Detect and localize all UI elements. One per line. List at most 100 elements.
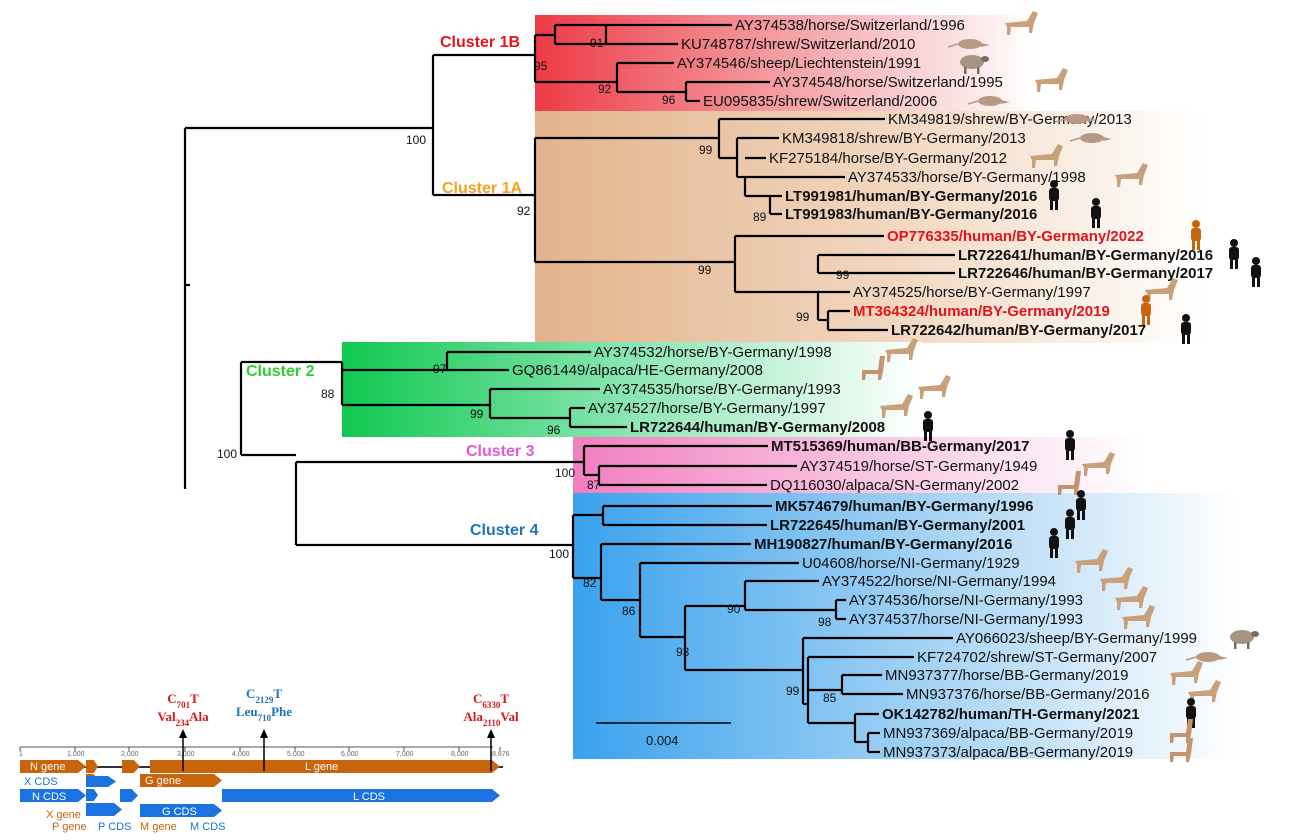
human-new-icon bbox=[1191, 220, 1201, 250]
l-gene-label: L gene bbox=[305, 761, 338, 773]
human-icon bbox=[1229, 239, 1239, 269]
leaf-label: MK574679/human/BY-Germany/1996 bbox=[775, 498, 1033, 515]
leaf-label: LT991981/human/BY-Germany/2016 bbox=[785, 188, 1037, 205]
p-cds-label: P CDS bbox=[98, 821, 131, 833]
cluster-label: Cluster 4 bbox=[470, 522, 539, 539]
human-icon bbox=[1065, 430, 1075, 460]
horse-icon bbox=[1075, 549, 1108, 573]
bootstrap-value: 88 bbox=[321, 387, 335, 401]
bootstrap-value: 99 bbox=[699, 143, 713, 157]
human-icon bbox=[1076, 490, 1086, 520]
bootstrap-value: 99 bbox=[796, 310, 810, 324]
leaf-label: MN937377/horse/BB-Germany/2019 bbox=[885, 667, 1128, 684]
leaf-label: LR722645/human/BY-Germany/2001 bbox=[770, 517, 1025, 534]
alpaca-icon bbox=[1170, 738, 1193, 762]
bootstrap-value: 91 bbox=[590, 36, 604, 50]
leaf-label: LR722641/human/BY-Germany/2016 bbox=[958, 247, 1213, 264]
leaf-label: AY374537/horse/NI-Germany/1993 bbox=[849, 611, 1083, 628]
cluster-label: Cluster 3 bbox=[466, 443, 535, 460]
bootstrap-value: 99 bbox=[698, 263, 712, 277]
leaf-label: LR722642/human/BY-Germany/2017 bbox=[891, 322, 1146, 339]
leaf-label: AY374532/horse/BY-Germany/1998 bbox=[594, 344, 832, 361]
human-icon bbox=[1065, 509, 1075, 539]
p-gene-arrow bbox=[86, 760, 98, 773]
horse-icon bbox=[1115, 163, 1148, 187]
genome-tick-label: 4,000 bbox=[232, 751, 250, 758]
human-icon bbox=[1181, 314, 1191, 344]
genome-mutations: C701TVal234AlaC2129TLeu710PheC6330TAla21… bbox=[157, 686, 519, 771]
leaf-label: MH190827/human/BY-Germany/2016 bbox=[754, 536, 1012, 553]
leaf-label: AY374535/horse/BY-Germany/1993 bbox=[603, 381, 841, 398]
horse-icon bbox=[1082, 452, 1115, 476]
l-cds-label: L CDS bbox=[353, 791, 385, 803]
leaf-label: AY374525/horse/BY-Germany/1997 bbox=[853, 284, 1091, 301]
n-gene-arrow bbox=[20, 760, 86, 773]
leaf-label: MT515369/human/BB-Germany/2017 bbox=[771, 438, 1029, 455]
genome-tick-label: 3,000 bbox=[177, 751, 195, 758]
horse-icon bbox=[1005, 11, 1038, 35]
bootstrap-value: 99 bbox=[836, 268, 850, 282]
bootstrap-value: 100 bbox=[217, 447, 237, 461]
shrew-icon bbox=[967, 96, 1010, 106]
genome-tick-label: 5,000 bbox=[287, 751, 305, 758]
leaf-label: AY374527/horse/BY-Germany/1997 bbox=[588, 400, 826, 417]
alpaca-icon bbox=[862, 356, 885, 380]
human-icon bbox=[1251, 257, 1261, 287]
bootstrap-value: 100 bbox=[555, 466, 575, 480]
horse-icon bbox=[1030, 144, 1063, 168]
bootstrap-value: 97 bbox=[433, 362, 447, 376]
genome-tick-label: 7,000 bbox=[396, 751, 414, 758]
bootstrap-value: 85 bbox=[823, 691, 837, 705]
leaf-label: GQ861449/alpaca/HE-Germany/2008 bbox=[512, 362, 763, 379]
l-cds-arrow bbox=[222, 789, 500, 802]
p-cds-small-arrow bbox=[86, 789, 98, 801]
cluster-label: Cluster 1B bbox=[440, 34, 520, 51]
bootstrap-value: 96 bbox=[662, 93, 676, 107]
genome-tick-label: 6,000 bbox=[341, 751, 359, 758]
x-gene-label: X gene bbox=[46, 809, 81, 821]
bootstrap-value: 100 bbox=[406, 133, 426, 147]
m-cds-label: M CDS bbox=[190, 821, 225, 833]
cluster-2-region bbox=[342, 342, 922, 437]
bootstrap-value: 86 bbox=[622, 604, 636, 618]
leaf-label: AY374533/horse/BY-Germany/1998 bbox=[848, 169, 1086, 186]
p-cds-arrow bbox=[86, 803, 122, 816]
bootstrap-value: 93 bbox=[676, 645, 690, 659]
genome-tick-label: 2,000 bbox=[121, 751, 139, 758]
scale-bar-label: 0.004 bbox=[646, 733, 679, 748]
leaf-label: AY066023/sheep/BY-Germany/1999 bbox=[956, 630, 1197, 647]
shrew-icon bbox=[1185, 652, 1228, 662]
leaf-label: U04608/horse/NI-Germany/1929 bbox=[802, 555, 1020, 572]
host-icons bbox=[862, 11, 1261, 762]
leaf-label: KU748787/shrew/Switzerland/2010 bbox=[681, 36, 915, 53]
human-icon bbox=[1091, 198, 1101, 228]
leaf-label: OP776335/human/BY-Germany/2022 bbox=[887, 228, 1144, 245]
horse-icon bbox=[1122, 605, 1155, 629]
leaf-label: MN937376/horse/BB-Germany/2016 bbox=[906, 686, 1149, 703]
cluster-label: Cluster 2 bbox=[246, 363, 315, 380]
human-icon bbox=[1049, 180, 1059, 210]
shrew-icon bbox=[1054, 114, 1097, 124]
bootstrap-value: 92 bbox=[598, 82, 612, 96]
leaf-label: OK142782/human/TH-Germany/2021 bbox=[882, 706, 1140, 723]
horse-icon bbox=[1170, 661, 1203, 685]
leaf-label: AY374522/horse/NI-Germany/1994 bbox=[822, 573, 1056, 590]
shrew-icon bbox=[1069, 133, 1112, 143]
g-gene-arrow bbox=[140, 774, 222, 787]
leaf-label: AY374538/horse/Switzerland/1996 bbox=[735, 17, 965, 34]
mutation-nucleotide: C701T bbox=[167, 691, 199, 710]
g-cds-label: G CDS bbox=[162, 806, 197, 818]
cluster-label: Cluster 1A bbox=[442, 180, 522, 197]
g-gene-label: G gene bbox=[145, 775, 181, 787]
n-gene-label: N gene bbox=[30, 761, 65, 773]
n-cds-label: N CDS bbox=[32, 791, 66, 803]
mutation-amino-acid: Ala2110Val bbox=[463, 709, 519, 728]
mutation-amino-acid: Leu710Phe bbox=[236, 704, 292, 723]
leaf-label: KM349819/shrew/BY-Germany/2013 bbox=[888, 111, 1132, 128]
